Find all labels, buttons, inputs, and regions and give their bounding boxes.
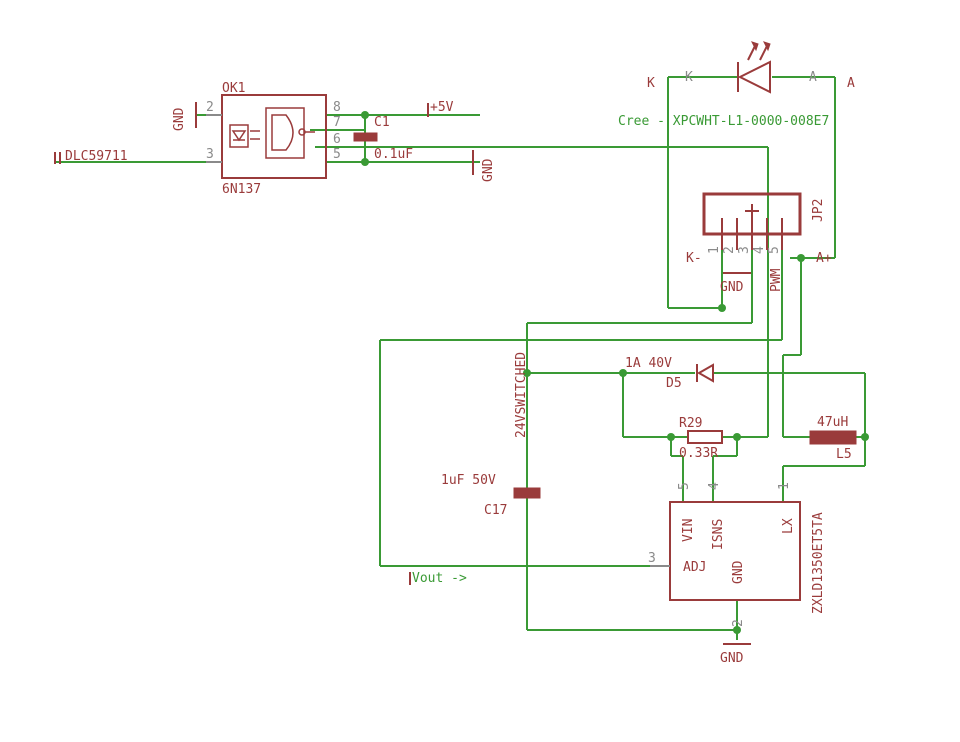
junctions xyxy=(361,111,869,634)
ic-pinnum-adj: 3 xyxy=(648,551,656,566)
ic-pin-isns: ISNS xyxy=(711,519,726,550)
jp2-gnd-net: GND xyxy=(720,280,744,295)
led-a-pin-label: A xyxy=(809,70,817,85)
ic-pin-vin: VIN xyxy=(681,519,696,542)
jp2-a-net: A+ xyxy=(816,251,832,266)
ic-pinnum-isns: 4 xyxy=(707,482,722,490)
led-a-label: A xyxy=(847,76,855,91)
jp2-pin-5: 5 xyxy=(767,246,782,254)
jp2-pin-2: 2 xyxy=(722,246,737,254)
capacitor-c1[interactable] xyxy=(353,132,378,142)
ic-pin-lx: LX xyxy=(781,518,796,534)
connector-jp2[interactable] xyxy=(702,192,802,250)
resistor-r29[interactable] xyxy=(687,430,723,444)
wires xyxy=(55,76,866,640)
ok1-pin-8: 8 xyxy=(333,100,341,115)
ok1-name: OK1 xyxy=(222,81,245,96)
plus5v-label: +5V xyxy=(430,100,454,115)
jp2-name: JP2 xyxy=(811,199,826,222)
ok1-value: 6N137 xyxy=(222,182,261,197)
r29-value: 0.33R xyxy=(679,446,718,461)
jp2-pin-3: 3 xyxy=(737,246,752,254)
led-symbol[interactable] xyxy=(737,41,771,94)
ic-pinnum-lx: 1 xyxy=(777,482,792,490)
dlc-input-label: DLC59711 xyxy=(65,149,128,164)
r29-name: R29 xyxy=(679,416,702,431)
ok1-pin-3: 3 xyxy=(206,147,214,162)
ok1-pin-7: 7 xyxy=(333,115,341,130)
ic-pinnum-gnd: 2 xyxy=(731,619,746,627)
diode-d5[interactable] xyxy=(696,363,714,383)
input-marker xyxy=(54,152,61,164)
ic-value: ZXLD1350ET5TA xyxy=(811,512,826,614)
d5-name: D5 xyxy=(666,376,682,391)
vout-label: Vout -> xyxy=(412,571,467,586)
c17-name: C17 xyxy=(484,503,507,518)
jp2-k-net: K- xyxy=(686,251,702,266)
v24-net-label: 24VSWITCHED xyxy=(514,352,529,438)
c1-value: 0.1uF xyxy=(374,147,413,162)
ok1-pin-5: 5 xyxy=(333,147,341,162)
jp2-pin-1: 1 xyxy=(707,246,722,254)
capacitor-c17[interactable] xyxy=(513,487,541,499)
c17-value: 1uF 50V xyxy=(441,473,496,488)
gnd-label-c1: GND xyxy=(481,158,496,182)
led-value: Cree - XPCWHT-L1-0000-008E7 xyxy=(618,114,829,129)
driver-ic[interactable] xyxy=(650,501,801,601)
c1-name: C1 xyxy=(374,115,390,130)
l5-name: L5 xyxy=(836,447,852,462)
ok1-pin-2: 2 xyxy=(206,100,214,115)
ic-pinnum-vin: 5 xyxy=(677,482,692,490)
ic-pin-gnd: GND xyxy=(731,560,746,584)
inductor-l5[interactable] xyxy=(809,430,857,445)
led-k-pin-label: K xyxy=(685,70,693,85)
ok1-pin-6: 6 xyxy=(333,132,341,147)
optocoupler-ok1[interactable] xyxy=(206,94,327,179)
ic-pin-adj: ADJ xyxy=(683,560,706,575)
gnd-label-bottom: GND xyxy=(720,651,744,666)
gnd-label-opto-in: GND xyxy=(172,107,187,131)
led-k-label: K xyxy=(647,76,655,91)
jp2-pin-4: 4 xyxy=(752,246,767,254)
l5-value: 47uH xyxy=(817,415,848,430)
d5-value: 1A 40V xyxy=(625,356,672,371)
jp2-pwm-net: PWM xyxy=(769,268,784,292)
